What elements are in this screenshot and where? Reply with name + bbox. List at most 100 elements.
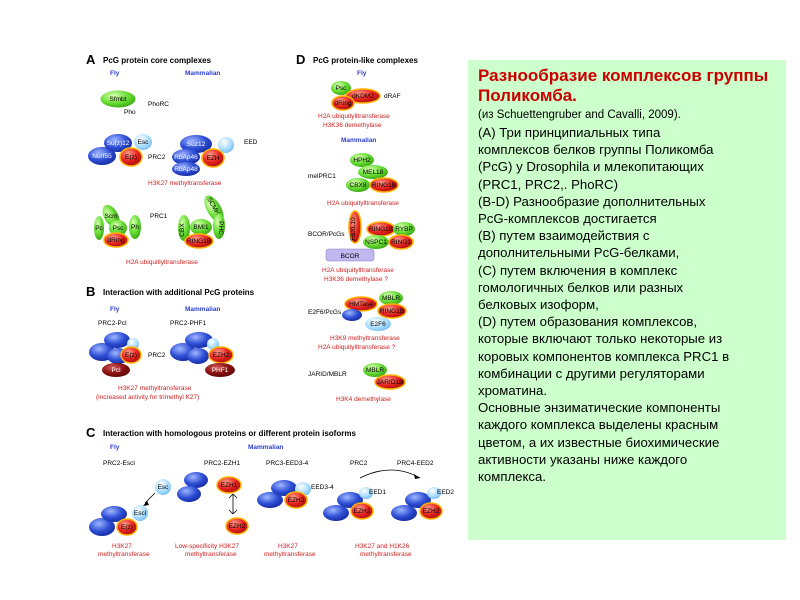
complex-phorc-label: PhoRC [148, 101, 169, 108]
protein-mblr-2 [363, 363, 387, 377]
protein-e2f6-label: E2F6 [370, 321, 386, 328]
c2-arrow-up-l [228, 493, 234, 499]
protein-ezh2-c4a [350, 502, 374, 520]
panel-b-activity-line2: (increased activity for trimethyl K27) [96, 394, 199, 401]
protein-pcl [102, 363, 130, 377]
protein-jarid1b-label: JARID1B [377, 379, 404, 386]
c4-activity-line2: methyltransferase [360, 551, 412, 558]
description-line: которые включают только некоторые из [478, 331, 723, 347]
complex-prc3-label: PRC3-EED3-4 [266, 460, 309, 467]
panel-c-mammalian-label: Mammalian [248, 444, 283, 451]
protein-suz12-mammal [180, 135, 212, 153]
protein-pc-label: Pc [95, 225, 103, 232]
jarid-activity: H3K4 demethylase [336, 396, 391, 403]
c3-activity-line1: H3K27 [278, 543, 298, 550]
c4-eed2 [427, 487, 441, 499]
c3-blob-1 [257, 492, 283, 508]
e2f6-activity-line1: H3K9 methyltransferase [330, 335, 400, 342]
c4-eed1 [359, 487, 373, 499]
draf-activity-line2: H3K36 demethylase [323, 122, 382, 129]
protein-ez-c-label: E(z) [121, 524, 133, 531]
protein-escl-label: Escl [134, 510, 147, 517]
protein-bmi1 [190, 219, 212, 235]
c4-top-arrow-head [414, 474, 420, 479]
protein-hmtase [344, 296, 378, 312]
protein-bcor-label: BCOR [341, 253, 360, 260]
c4-activity-line1: H3K27 and H1K26 [355, 543, 410, 550]
protein-eed-mammal [218, 137, 234, 153]
description-line: (А) Три принципиальных типа [478, 125, 661, 140]
protein-cbx-label: CBX [179, 223, 186, 237]
panel-c-letter: C [86, 425, 96, 440]
panel-d-mammalian-label: Mammalian [341, 137, 376, 144]
protein-mel18 [358, 165, 388, 179]
description-line: каждого комплекса выделены красным [478, 417, 719, 433]
c4-blob-1 [323, 505, 349, 521]
e2f6-activity-line2: H2A ubiquitylltransferase ? [318, 344, 396, 351]
c1-arrow-head [143, 501, 149, 506]
panel-a-fly-label: Fly [110, 70, 120, 77]
panel-a-activity-prc2: H3K27 methyltransferase [148, 180, 222, 187]
c4-blob-3 [391, 505, 417, 521]
protein-dring-d [331, 95, 355, 111]
protein-rbap46 [172, 149, 200, 165]
protein-ring1b-d1-label: RING1B [372, 182, 396, 189]
protein-ez-fly [119, 147, 143, 167]
protein-mblr-1-label: MBLR [382, 295, 400, 302]
protein-psc [109, 220, 127, 236]
panel-c: C Interaction with homologous proteins o… [86, 425, 454, 558]
protein-rbap48 [172, 162, 200, 176]
protein-bcor [325, 248, 375, 262]
panel-b-letter: B [86, 284, 95, 299]
c2-arrow-up-r [232, 493, 238, 499]
description-line: гомологичных белков или разных [478, 279, 684, 295]
description-line: дополнительными PcG-белками, [478, 245, 680, 261]
protein-suz12-fly-label: Su(z)12 [107, 140, 130, 147]
complex-prc2-escl-label: PRC2-Escl [103, 460, 135, 467]
panel-a: A PcG protein core complexes Fly Mammali… [86, 52, 258, 266]
protein-nspc1 [363, 235, 389, 249]
description-line: активности указаны ниже каждого [478, 451, 688, 467]
description-line: (С) путем включения в комплекс [478, 262, 678, 278]
c1-blob-1 [89, 518, 115, 536]
protein-bmi1-label: BMI1 [193, 224, 209, 231]
complex-bcor-label: BCOR/PcGs [308, 231, 345, 238]
complex-prc4-label: PRC4-EED2 [397, 460, 434, 467]
protein-fbxl10 [348, 210, 362, 244]
panel-d-letter: D [296, 52, 305, 67]
description-line: комбинации с другими регуляторами [478, 365, 705, 381]
protein-pcl-label: Pcl [111, 367, 121, 374]
c1-arrow [144, 492, 156, 504]
protein-ring1b-a-label: RING1B [187, 238, 211, 245]
protein-dkdm2-label: dKDM2 [352, 93, 374, 100]
protein-ezh2-c2-label: EZH2 [229, 523, 246, 530]
protein-dring-d-label: dRing [335, 100, 352, 107]
description-line: (PcG) у Drosophila и млекопитающих [478, 159, 704, 175]
e2f6-blob [342, 309, 362, 321]
protein-ring1b-a [184, 233, 214, 249]
protein-ezh-label: EZH [207, 155, 220, 162]
panel-d-fly-label: Fly [357, 70, 367, 77]
protein-cbx8 [346, 178, 370, 192]
protein-fbxl10-label: FBXL10 [350, 217, 357, 241]
c1-blob-2 [101, 506, 127, 522]
protein-eed-label: EED [244, 139, 258, 146]
protein-ez-c [116, 518, 138, 536]
protein-cbx8-label: CBX8 [350, 182, 367, 189]
protein-phf1-label: PHF1 [212, 367, 229, 374]
protein-pc [94, 216, 104, 240]
protein-esc-c-label: Esc [158, 484, 170, 491]
protein-nurf55 [88, 147, 116, 165]
c2-activity-line1: Low-specificity H3K27 [175, 543, 239, 550]
protein-sfmbt-label: Sfmbt [110, 96, 127, 103]
protein-escl [132, 505, 148, 521]
description-line: (В) путем взаимодействия с [478, 228, 650, 244]
panel-c-title: Interaction with homologous proteins or … [103, 429, 356, 438]
c2-activity-line2: methyltransferase [185, 551, 237, 558]
protein-phc [213, 213, 225, 239]
protein-cbx [178, 215, 190, 241]
protein-dring-label: dRing [108, 237, 125, 244]
c4-top-arrow [359, 469, 421, 479]
c3-blob-2 [271, 480, 297, 496]
